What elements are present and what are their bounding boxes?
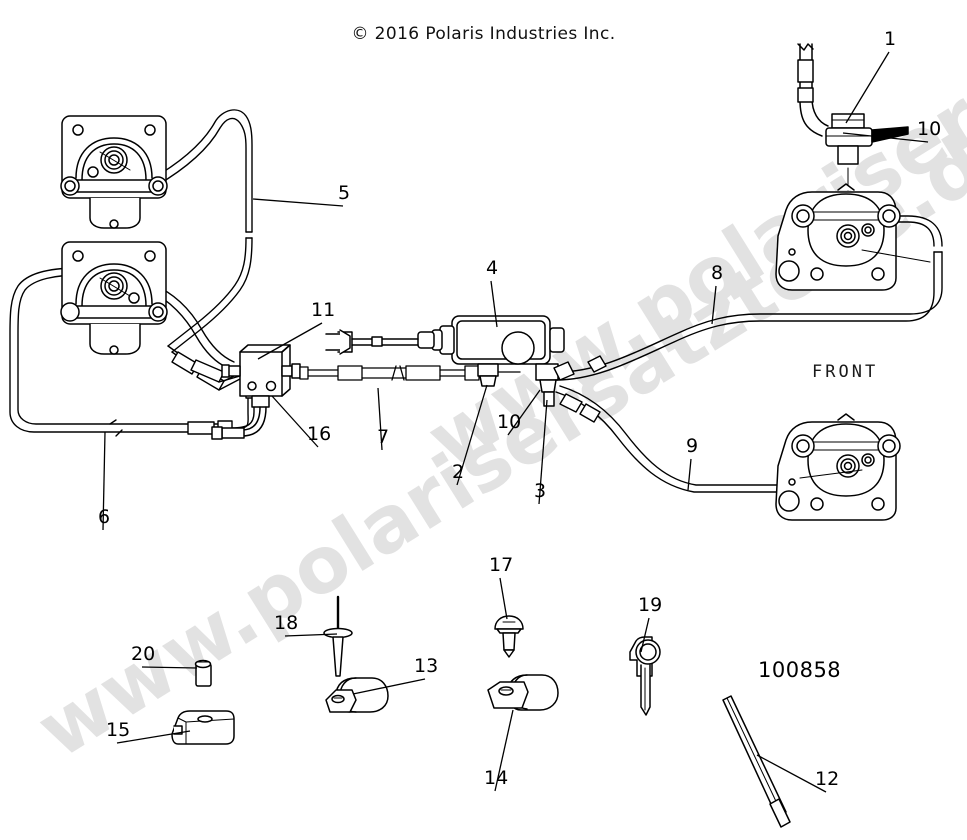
callout-10b: 10 xyxy=(497,411,522,433)
brake-caliper-mid-left xyxy=(60,241,168,355)
callout-18: 18 xyxy=(274,612,299,634)
diagram-part-number: 100858 xyxy=(758,658,842,682)
brake-line-7 xyxy=(299,365,521,381)
callout-8: 8 xyxy=(711,262,724,284)
brake-caliper-lower-right xyxy=(775,413,901,521)
front-orientation-label: FRONT xyxy=(812,362,879,382)
bracket-19 xyxy=(629,636,661,716)
banjo-fitting-1 xyxy=(797,43,909,191)
rod-12 xyxy=(722,695,791,828)
brake-caliper-upper-left xyxy=(60,115,168,229)
callout-4: 4 xyxy=(486,257,499,279)
callout-3: 3 xyxy=(534,480,547,502)
brake-line-9 xyxy=(555,385,825,493)
callout-10a: 10 xyxy=(917,118,942,140)
callout-5: 5 xyxy=(338,182,351,204)
master-cylinder xyxy=(325,315,565,407)
callout-17: 17 xyxy=(489,554,514,576)
grommet-20 xyxy=(194,659,212,687)
hose-clamp-13 xyxy=(325,677,389,713)
callout-9: 9 xyxy=(686,435,699,457)
brake-line-8 xyxy=(553,215,943,381)
callout-1: 1 xyxy=(884,28,897,50)
callout-7: 7 xyxy=(377,426,390,448)
brake-caliper-upper-right xyxy=(775,183,931,291)
callout-19: 19 xyxy=(638,594,663,616)
push-rivet-17 xyxy=(494,615,524,658)
callout-14: 14 xyxy=(484,767,509,789)
copyright-notice: © 2016 Polaris Industries Inc. xyxy=(351,24,616,44)
callout-12: 12 xyxy=(815,768,840,790)
callout-20: 20 xyxy=(131,643,156,665)
hose-clamp-14 xyxy=(487,674,559,711)
callout-16: 16 xyxy=(307,423,332,445)
callout-6: 6 xyxy=(98,506,111,528)
callout-2: 2 xyxy=(452,461,465,483)
callout-13: 13 xyxy=(414,655,439,677)
pin-18 xyxy=(323,595,353,677)
callout-15: 15 xyxy=(106,719,131,741)
cap-15 xyxy=(171,710,235,745)
callout-11: 11 xyxy=(311,299,336,321)
